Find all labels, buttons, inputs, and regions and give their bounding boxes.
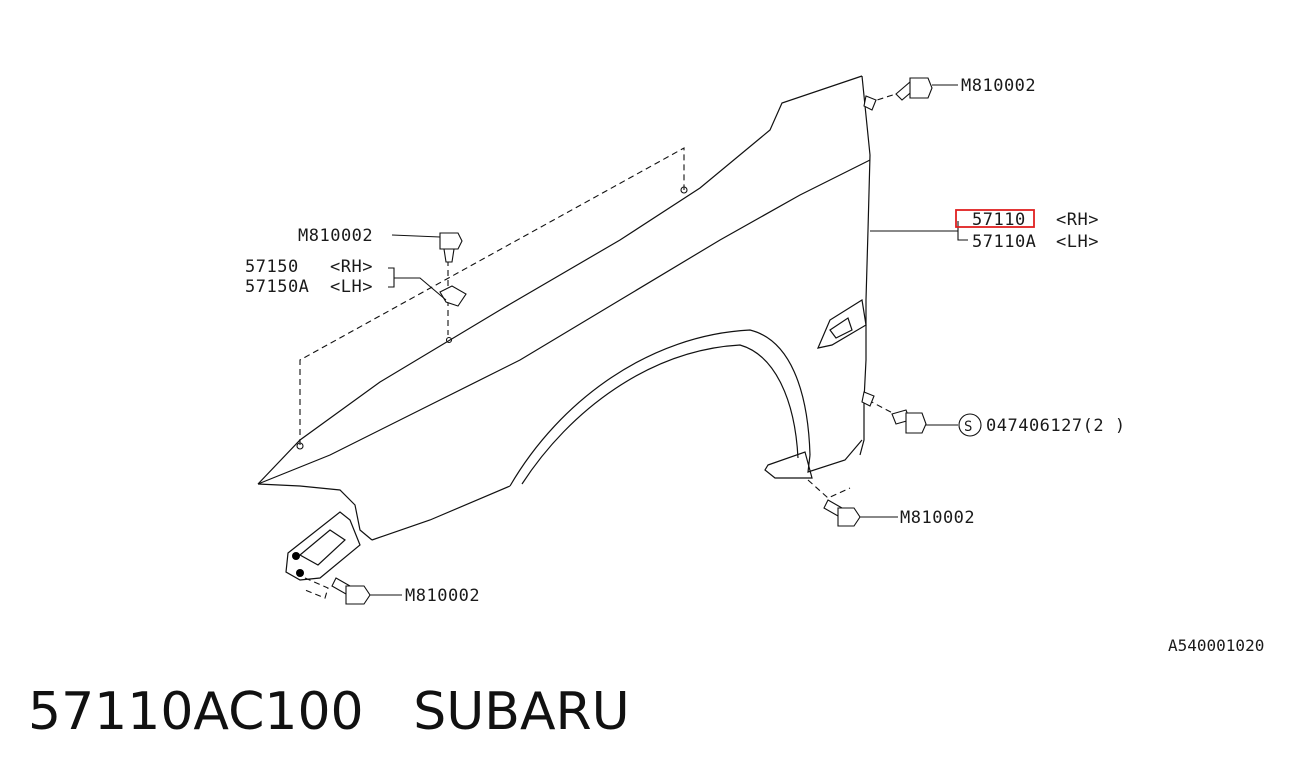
screw-part-label: 047406127(2 ) (986, 416, 1126, 436)
clip-part (439, 285, 467, 307)
bolt-rear-lower (823, 499, 861, 527)
fender-rh-label: 57110 (972, 210, 1026, 230)
screw-mark: S (964, 419, 973, 435)
clip-lh-side-label: <LH> (330, 277, 373, 297)
brand-name: SUBARU (413, 682, 630, 742)
bolt-top-left (439, 232, 463, 263)
fender-rh-side-label: <RH> (1056, 210, 1099, 230)
assembly-guide-lines (296, 89, 909, 599)
highlight-box (955, 209, 1035, 228)
bolt-top-right (863, 77, 933, 111)
clip-rh-side-label: <RH> (330, 257, 373, 277)
fender-lh-side-label: <LH> (1056, 232, 1099, 252)
fender-lh-label: 57110A (972, 232, 1036, 252)
leader-lines (370, 84, 982, 596)
bolt-rear-lower-label: M810002 (900, 508, 975, 528)
clip-lh-label: 57150A (245, 277, 309, 297)
clip-rh-label: 57150 (245, 257, 299, 277)
screw-right (861, 391, 927, 434)
bolt-front-lower-label: M810002 (405, 586, 480, 606)
bolt-top-right-label: M810002 (961, 76, 1036, 96)
bolt-front-lower (331, 577, 371, 605)
part-number: 57110AC100 (28, 682, 364, 742)
part-caption: 57110AC100 SUBARU (28, 682, 630, 742)
bolt-top-left-label: M810002 (298, 226, 373, 246)
diagram-code: A540001020 (1168, 636, 1264, 655)
front-fender-drawing (257, 75, 871, 581)
